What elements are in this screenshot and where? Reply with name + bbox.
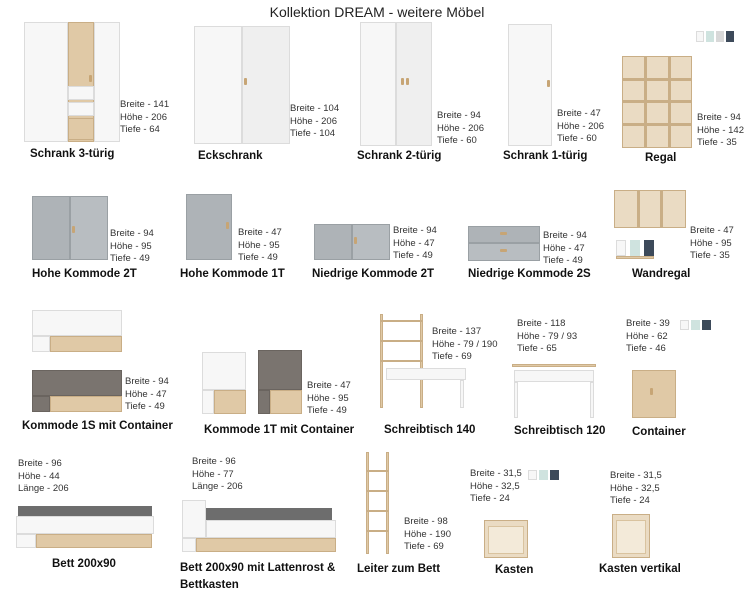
product-name: Schrank 2-türig	[357, 150, 442, 162]
product-name: Eckschrank	[198, 150, 263, 162]
product-name: Kommode 1S mit Container	[22, 420, 173, 432]
product-name: Container	[632, 426, 686, 438]
product-name: Niedrige Kommode 2T	[312, 268, 435, 280]
product-name: Bett 200x90	[52, 558, 116, 570]
product-name: Schreibtisch 120	[514, 425, 606, 437]
product-name: Kasten vertikal	[599, 563, 681, 575]
product-name: Hohe Kommode 2T	[32, 268, 137, 280]
product-name: Kasten	[495, 564, 534, 576]
page-title: Kollektion DREAM - weitere Möbel	[269, 4, 485, 20]
product-name: Schrank 1-türig	[503, 150, 588, 162]
product-name: Schrank 3-türig	[30, 148, 115, 160]
product-name: Regal	[645, 152, 677, 164]
product-name: Wandregal	[632, 268, 691, 280]
product-name: Leiter zum Bett	[357, 563, 441, 575]
product-name: Niedrige Kommode 2S	[468, 268, 591, 280]
product-name: Bett 200x90 mit Lattenrost & Bettkasten	[180, 562, 336, 591]
product-name: Schreibtisch 140	[384, 424, 476, 436]
product-name: Kommode 1T mit Container	[204, 424, 355, 436]
product-name: Hohe Kommode 1T	[180, 268, 285, 280]
